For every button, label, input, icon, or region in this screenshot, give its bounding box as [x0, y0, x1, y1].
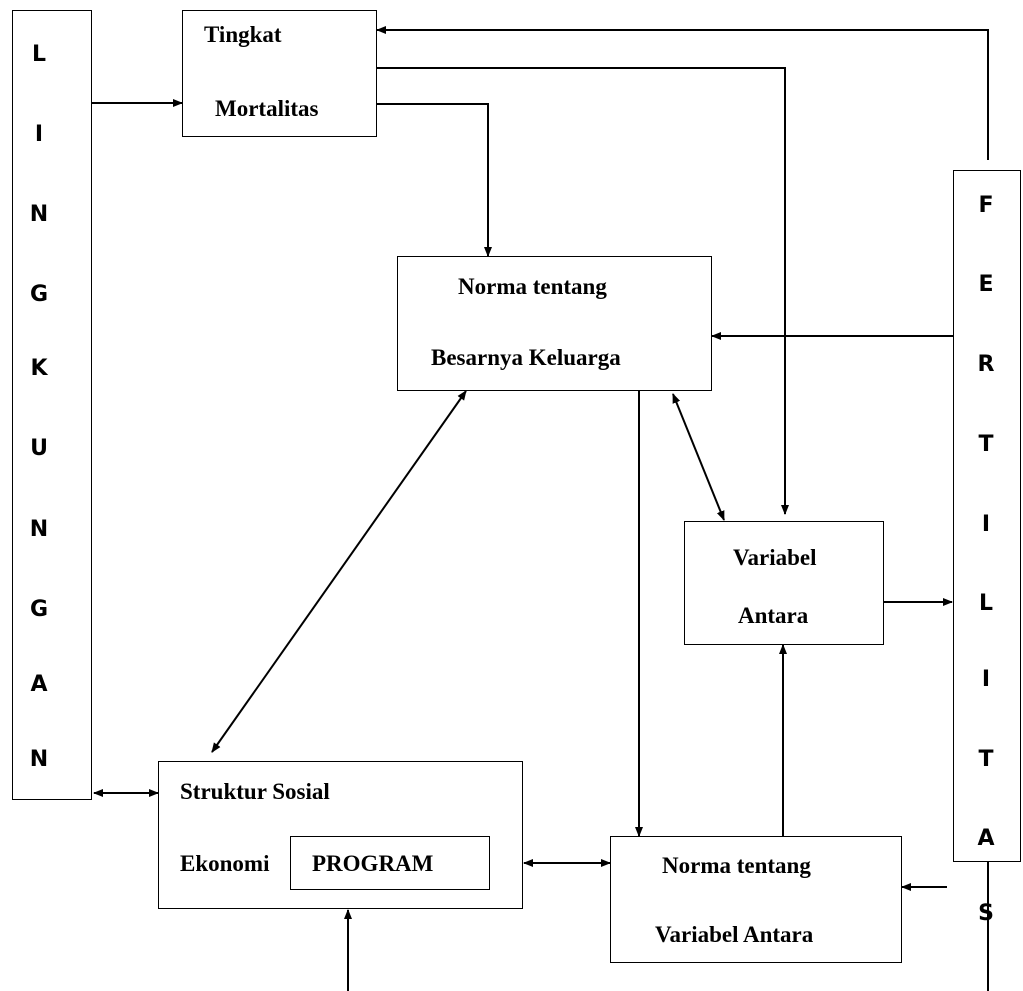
program-box [290, 836, 490, 890]
arrow-mortalitas-variabel-antara [377, 67, 789, 515]
fertilitas-letter: L [978, 591, 994, 616]
variabel-antara-box [684, 521, 884, 645]
norma-variabel-line1: Norma tentang [662, 853, 811, 878]
fertilitas-box [953, 170, 1021, 862]
fertilitas-letter: T [978, 747, 994, 772]
arrow-norma-keluarga-struktur [211, 390, 467, 753]
fertilitas-letter: A [977, 826, 995, 851]
lingkungan-letter: A [30, 672, 48, 697]
norma-variabel-line2: Variabel Antara [655, 922, 814, 947]
lingkungan-letter: L [31, 42, 47, 67]
lingkungan-letter: N [29, 202, 49, 227]
fertilitas-letter: S [978, 901, 994, 926]
norma-keluarga-line2: Besarnya Keluarga [431, 345, 621, 370]
norma-variabel-box [610, 836, 902, 963]
lingkungan-box [12, 10, 92, 800]
fertilitas-letter: R [977, 352, 995, 377]
lingkungan-letter: K [30, 356, 48, 381]
lingkungan-letter: G [29, 282, 49, 307]
fertilitas-letter: I [981, 667, 991, 692]
fertilitas-letter: I [981, 512, 991, 537]
norma-keluarga-box [397, 256, 712, 391]
arrow-norma-keluarga-variabel-antara [672, 393, 725, 521]
fertilitas-letter: T [978, 432, 994, 457]
arrow-mortalitas-norma-keluarga [377, 103, 492, 257]
mortalitas-line1: Tingkat [204, 22, 282, 47]
arrow-fertilitas-mortalitas [376, 26, 989, 160]
lingkungan-letter: U [30, 436, 48, 461]
mortalitas-line2: Mortalitas [215, 96, 319, 121]
variabel-antara-line1: Variabel [733, 545, 817, 570]
mortalitas-box [182, 10, 377, 137]
program-label: PROGRAM [312, 851, 434, 876]
struktur-line1: Struktur Sosial [180, 779, 330, 804]
lingkungan-letter: N [29, 517, 49, 542]
variabel-antara-line2: Antara [738, 603, 809, 628]
lingkungan-letter: G [29, 597, 49, 622]
lingkungan-letter: I [34, 122, 44, 147]
struktur-line2: Ekonomi [180, 851, 270, 876]
lingkungan-letter: N [29, 747, 49, 772]
fertilitas-letter: F [978, 193, 994, 218]
fertilitas-letter: E [978, 272, 994, 297]
norma-keluarga-line1: Norma tentang [458, 274, 607, 299]
